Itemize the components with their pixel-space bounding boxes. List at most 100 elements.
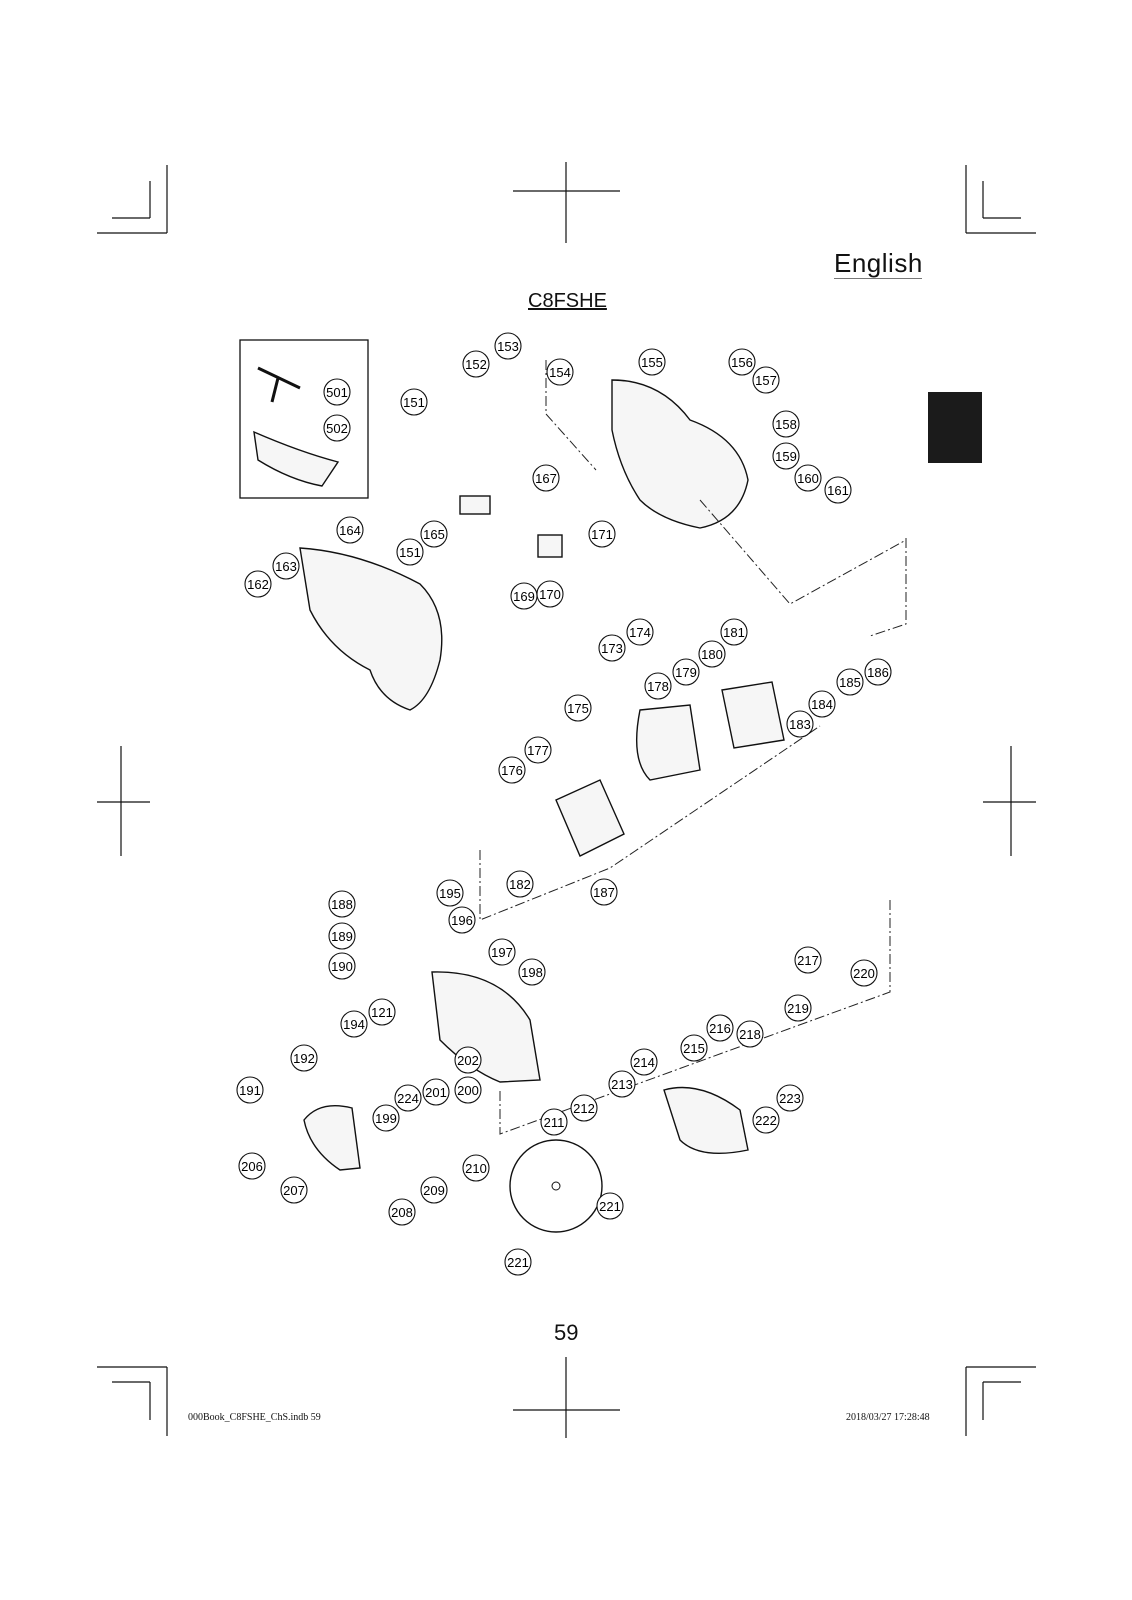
part-callout-label: 502	[326, 421, 348, 436]
part-callout-circle	[336, 516, 364, 544]
part-callout-label: 156	[731, 355, 753, 370]
crop-marks	[97, 162, 1036, 1438]
part-callout-circle	[596, 1192, 624, 1220]
part-callout-label: 216	[709, 1021, 731, 1036]
part-callout: 155	[638, 348, 666, 376]
part-callout-circle	[494, 332, 522, 360]
part-callout: 201	[422, 1078, 450, 1106]
part-callout: 180	[698, 640, 726, 668]
part-callout-label: 173	[601, 641, 623, 656]
part-callout: 188	[328, 890, 356, 918]
part-callout-circle	[454, 1046, 482, 1074]
part-callout-circle	[536, 580, 564, 608]
part-callout-circle	[588, 520, 616, 548]
part-callout-label: 219	[787, 1001, 809, 1016]
part-callout: 156	[728, 348, 756, 376]
part-callout-label: 187	[593, 885, 615, 900]
part-callout-label: 183	[789, 717, 811, 732]
part-callout-circle	[794, 464, 822, 492]
part-callout-label: 214	[633, 1055, 655, 1070]
part-callout-circle	[280, 1176, 308, 1204]
part-callout: 183	[786, 710, 814, 738]
part-callout: 197	[488, 938, 516, 966]
part-callout-circle	[328, 890, 356, 918]
part-callout-label: 167	[535, 471, 557, 486]
part-callout: 224	[394, 1084, 422, 1112]
part-callout-circle	[644, 672, 672, 700]
part-callout-circle	[784, 994, 812, 1022]
part-callout: 169	[510, 582, 538, 610]
part-callout-circle	[672, 658, 700, 686]
part-callout-circle	[388, 1198, 416, 1226]
part-callout-circle	[328, 952, 356, 980]
part-callout-circle	[454, 1076, 482, 1104]
part-callout-label: 217	[797, 953, 819, 968]
part-callout-label: 151	[399, 545, 421, 560]
part-callout-label: 182	[509, 877, 531, 892]
part-callout-label: 211	[544, 1115, 565, 1130]
part-callout-label: 164	[339, 523, 361, 538]
part-callout-label: 222	[755, 1113, 777, 1128]
part-callout-circle	[752, 1106, 780, 1134]
part-callout: 163	[272, 552, 300, 580]
part-callout-label: 162	[247, 577, 269, 592]
part-callout-label: 121	[371, 1005, 393, 1020]
part-callout-label: 501	[326, 385, 348, 400]
part-callout: 213	[608, 1070, 636, 1098]
part-callout-circle	[630, 1048, 658, 1076]
part-callout: 192	[290, 1044, 318, 1072]
part-callout-circle	[728, 348, 756, 376]
part-callout-circle	[590, 878, 618, 906]
part-callout: 216	[706, 1014, 734, 1042]
part-callout: 161	[824, 476, 852, 504]
part-callout-circle	[244, 570, 272, 598]
part-callout-label: 155	[641, 355, 663, 370]
part-callout-label: 158	[775, 417, 797, 432]
part-callout-label: 171	[591, 527, 613, 542]
part-callout: 171	[588, 520, 616, 548]
part-callout-circle	[420, 520, 448, 548]
part-callout: 173	[598, 634, 626, 662]
part-callout-circle	[420, 1176, 448, 1204]
part-callout-label: 209	[423, 1183, 445, 1198]
part-callout-label: 201	[425, 1085, 447, 1100]
part-callout-circle	[864, 658, 892, 686]
part-callout: 206	[238, 1152, 266, 1180]
part-callout: 191	[236, 1076, 264, 1104]
part-callout-label: 185	[839, 675, 861, 690]
assembly-lines	[479, 360, 907, 1135]
file-slug: 000Book_C8FSHE_ChS.indb 59	[188, 1412, 321, 1423]
page-number: 59	[554, 1320, 579, 1345]
part-callout: 121	[368, 998, 396, 1026]
part-callout: 158	[772, 410, 800, 438]
part-callout-circle	[328, 922, 356, 950]
part-callout-circle	[776, 1084, 804, 1112]
part-callout-label: 153	[497, 339, 519, 354]
part-callout: 221	[504, 1248, 532, 1276]
part-callout: 221	[596, 1192, 624, 1220]
part-callout: 194	[340, 1010, 368, 1038]
part-callout-label: 188	[331, 897, 353, 912]
part-callout-circle	[532, 464, 560, 492]
part-callout-circle	[706, 1014, 734, 1042]
part-callout: 198	[518, 958, 546, 986]
part-callout: 181	[720, 618, 748, 646]
part-callout-label: 224	[397, 1091, 419, 1106]
part-callout: 175	[564, 694, 592, 722]
part-callout-label: 223	[779, 1091, 801, 1106]
part-callout-circle	[272, 552, 300, 580]
part-callout-label: 192	[293, 1051, 315, 1066]
part-callout-label: 208	[391, 1205, 413, 1220]
part-callout-circle	[422, 1078, 450, 1106]
part-callout: 157	[752, 366, 780, 394]
part-callout-label: 186	[867, 665, 889, 680]
part-callout: 502	[323, 414, 351, 442]
part-callout-circle	[824, 476, 852, 504]
part-callout-circle	[808, 690, 836, 718]
part-callout-label: 174	[629, 625, 651, 640]
print-timestamp: 2018/03/27 17:28:48	[846, 1412, 930, 1423]
part-callout: 174	[626, 618, 654, 646]
part-callout-label: 198	[521, 965, 543, 980]
